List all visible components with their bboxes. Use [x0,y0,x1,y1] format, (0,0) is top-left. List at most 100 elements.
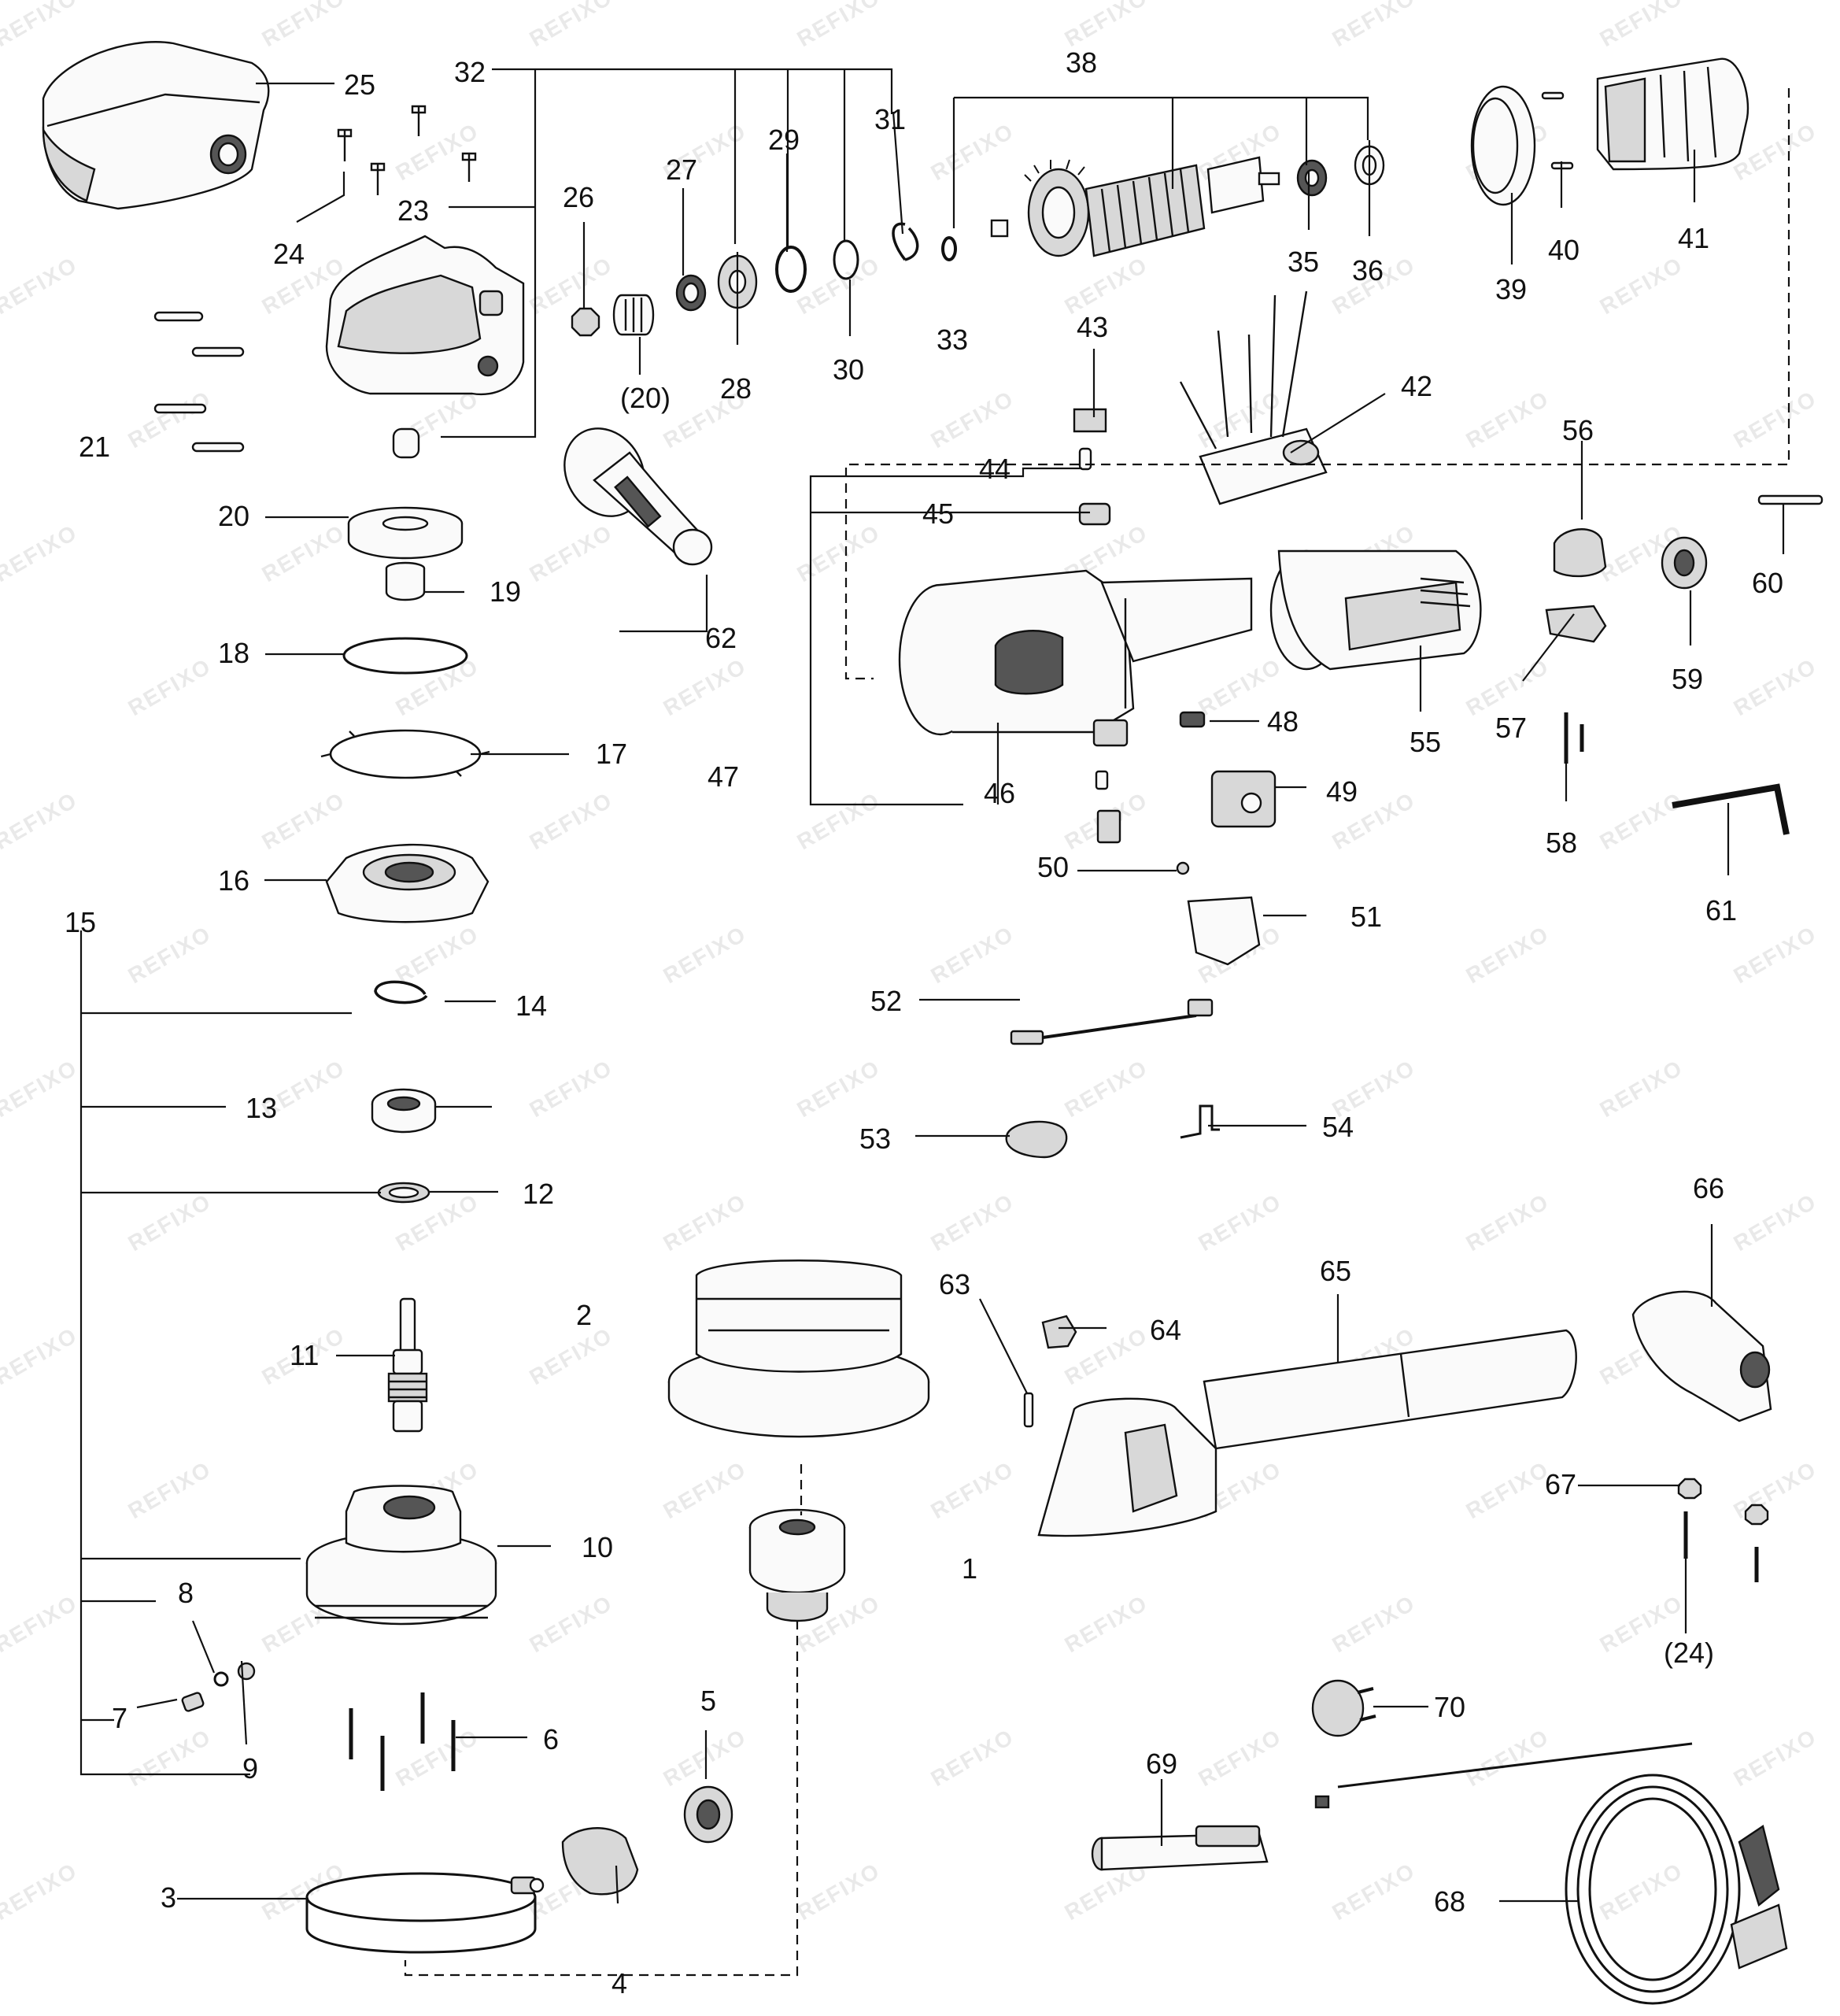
label-7: 7 [112,1702,127,1734]
watermark-text: REFIXO [1730,1189,1821,1256]
watermark-text: REFIXO [1462,653,1554,720]
label-4: 4 [611,1967,627,1999]
part-66-handle-part [1631,1290,1772,1422]
label-63: 63 [939,1268,970,1300]
watermark-layer: REFIXO REFIXO REFIXO REFIXO REFIXO REFIXO REFI… [0,0,1821,1925]
label-16: 16 [218,864,249,897]
part-41-stator [1596,57,1749,171]
part-11-spindle [387,1297,428,1433]
label-13: 13 [246,1092,277,1124]
part-21-pins [153,311,245,453]
label-19: 19 [490,575,521,608]
watermark-text: REFIXO [258,0,349,51]
screws-24b [1683,1511,1759,1582]
part-24-screws [337,105,477,195]
label-38: 38 [1066,46,1097,79]
watermark-text: REFIXO [1462,921,1554,988]
watermark-text: REFIXO [1596,252,1687,319]
part-33-washer [941,236,957,261]
watermark-text: REFIXO [927,921,1018,988]
watermark-text: REFIXO [1730,1724,1821,1791]
watermark-text: REFIXO [124,1456,216,1523]
label-12: 12 [523,1178,554,1210]
label-69: 69 [1146,1748,1177,1780]
watermark-text: REFIXO [392,653,483,720]
watermark-text: REFIXO [927,1724,1018,1791]
watermark-text: REFIXO [1328,1858,1420,1925]
part-14-circlip [374,980,428,1004]
label-32: 32 [454,56,486,88]
label-11: 11 [290,1339,319,1371]
part-67-nut [1677,1478,1702,1500]
part-5-cam-nut [683,1785,733,1844]
watermark-text: REFIXO [1730,653,1821,720]
label-30: 30 [833,353,864,386]
label-15: 15 [65,906,96,938]
part-58-screws [1564,712,1584,764]
label-54: 54 [1322,1111,1354,1143]
part-55-rear-cover [1269,549,1482,671]
part-18-o-ring [342,637,468,675]
part-68-power-cord [1314,1742,1788,2005]
label-33: 33 [937,324,968,356]
watermark-text: REFIXO [124,653,216,720]
label-56: 56 [1562,414,1594,446]
watermark-text: REFIXO [258,1858,349,1925]
watermark-text: REFIXO [1328,0,1420,51]
part-3-clamp-band [305,1872,545,1954]
watermark-text: REFIXO [1596,787,1687,854]
watermark-text: REFIXO [526,520,617,586]
watermark-text: REFIXO [392,1724,483,1791]
watermark-text: REFIXO [1195,1724,1286,1791]
part-69-cord-protector [1091,1825,1269,1871]
leader-lines [79,68,1790,1977]
part-20-flange [347,506,464,560]
part-13-bearing [371,1088,437,1134]
label-52: 52 [870,985,902,1017]
watermark-text: REFIXO [660,921,751,988]
part-2-guard [667,1260,930,1438]
part-19-bushing [385,561,426,601]
label-41: 41 [1678,222,1709,254]
part-43-spring [1073,408,1107,433]
label-55: 55 [1410,726,1441,758]
watermark-text: REFIXO [0,252,82,319]
screw-small [1095,770,1109,790]
label-5: 5 [700,1685,716,1717]
label-24-ref: (24) [1664,1637,1714,1669]
watermark-text: REFIXO [793,252,885,319]
part-45-brush-holder [1078,502,1111,526]
label-27: 27 [666,154,697,186]
watermark-text: REFIXO [660,1456,751,1523]
label-67: 67 [1545,1468,1576,1500]
label-58: 58 [1546,827,1577,859]
watermark-text: REFIXO [1195,1189,1286,1256]
watermark-text: REFIXO [1730,1456,1821,1523]
part-50-screw [1176,861,1190,875]
watermark-text: REFIXO [258,520,349,586]
part-46-motor-housing [898,569,1253,736]
part-17-washer [320,729,490,779]
watermark-text: REFIXO [1596,1055,1687,1122]
watermark-text: REFIXO [526,252,617,319]
watermark-text: REFIXO [793,1858,885,1925]
label-6: 6 [543,1723,559,1755]
watermark-text: REFIXO [392,921,483,988]
watermark-text: REFIXO [0,0,82,51]
watermark-text: REFIXO [660,653,751,720]
label-24: 24 [273,238,305,270]
label-44: 44 [979,453,1011,485]
part-64-plug [1041,1315,1077,1349]
watermark-text: REFIXO [526,1322,617,1389]
label-70: 70 [1434,1691,1465,1723]
watermark-text: REFIXO [1462,1724,1554,1791]
watermark-text: REFIXO [793,520,885,586]
watermark-text: REFIXO [1061,1055,1152,1122]
label-47: 47 [708,760,739,793]
label-50: 50 [1037,851,1069,883]
watermark-text: REFIXO [927,386,1018,453]
watermark-text: REFIXO [927,118,1018,185]
part-56-clamp [1553,528,1607,578]
part-42-electronic-module [1179,290,1328,505]
